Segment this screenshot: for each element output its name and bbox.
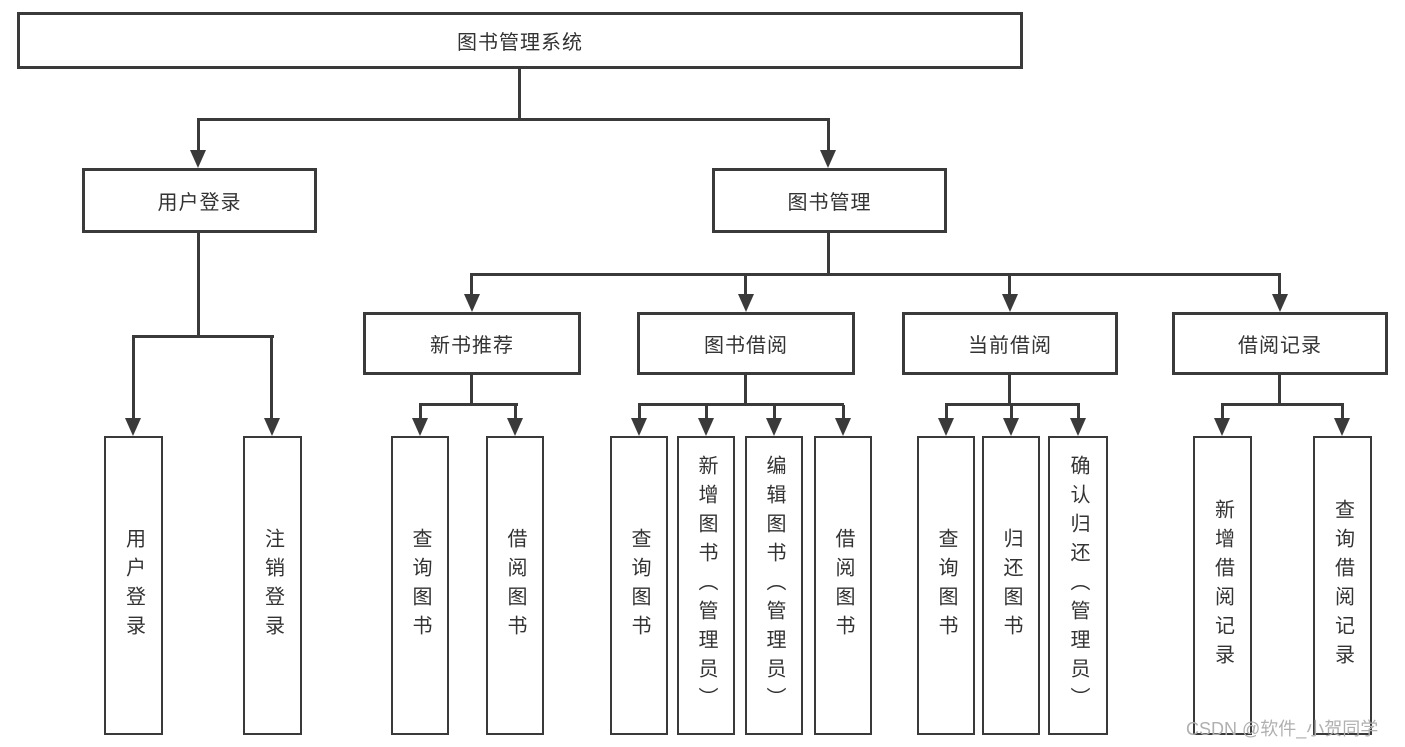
connector-newbook-stem <box>470 375 473 406</box>
arrowhead-leaf <box>1214 418 1230 436</box>
leaf-borrow-books-1-label: 借阅图书 <box>504 527 526 644</box>
leaf-edit-book-admin: 编辑图书（管理员） <box>745 436 803 735</box>
arrowhead-leaf <box>1070 418 1086 436</box>
node-user-login-label: 用户登录 <box>157 192 242 214</box>
node-new-book-recommend-label: 新书推荐 <box>430 335 514 357</box>
node-book-management-label: 图书管理 <box>787 192 872 214</box>
arrowhead-leaf-logout <box>264 418 280 436</box>
leaf-query-books-3: 查询图书 <box>917 436 975 735</box>
connector-current-stem <box>1008 375 1011 406</box>
arrowhead-leaf <box>1334 418 1350 436</box>
connector-borrow-stem <box>744 375 747 406</box>
leaf-logout: 注销登录 <box>243 436 302 735</box>
arrowhead-borrow <box>738 294 754 312</box>
arrowhead-user-login <box>190 150 206 168</box>
leaf-borrow-books-2-label: 借阅图书 <box>832 527 854 644</box>
arrowhead-leaf <box>412 418 428 436</box>
node-current-borrow: 当前借阅 <box>902 312 1118 375</box>
connector-user-login-drop <box>197 120 200 151</box>
connector-leaf-drop <box>842 405 845 419</box>
arrowhead-newbook <box>464 294 480 312</box>
connector-level1-hbar <box>197 118 830 121</box>
leaf-query-books-2-label: 查询图书 <box>628 527 650 644</box>
leaf-add-borrow-record: 新增借阅记录 <box>1193 436 1252 735</box>
leaf-add-book-admin: 新增图书（管理员） <box>677 436 735 735</box>
connector-leaf-drop <box>1010 405 1013 419</box>
watermark: CSDN @软件_小贺同学 <box>1186 719 1379 739</box>
node-user-login: 用户登录 <box>82 168 317 233</box>
leaf-add-borrow-record-label: 新增借阅记录 <box>1211 498 1234 673</box>
leaf-query-books-3-label: 查询图书 <box>935 527 957 644</box>
connector-newbook-hbar <box>419 403 518 406</box>
arrowhead-leaf <box>507 418 523 436</box>
arrowhead-leaf <box>631 418 647 436</box>
connector-leaf-logout-drop <box>270 337 273 419</box>
leaf-edit-book-admin-label: 编辑图书（管理员） <box>763 455 785 716</box>
arrowhead-leaf <box>698 418 714 436</box>
leaf-query-borrow-record: 查询借阅记录 <box>1313 436 1372 735</box>
node-book-borrow: 图书借阅 <box>637 312 855 375</box>
connector-leaf-drop <box>419 405 422 419</box>
leaf-return-book: 归还图书 <box>982 436 1040 735</box>
leaf-query-books-2: 查询图书 <box>610 436 668 735</box>
connector-level3-hbar <box>470 273 1281 276</box>
connector-leaf-drop <box>1341 405 1344 419</box>
connector-leaf-drop <box>514 405 517 419</box>
connector-leaf-drop <box>945 405 948 419</box>
leaf-add-book-admin-label: 新增图书（管理员） <box>695 455 717 716</box>
leaf-logout-label: 注销登录 <box>261 527 284 644</box>
leaf-query-books-1-label: 查询图书 <box>409 527 431 644</box>
node-borrow-records-label: 借阅记录 <box>1238 335 1322 357</box>
connector-records-drop <box>1278 275 1281 295</box>
connector-borrow-drop <box>744 275 747 295</box>
node-book-management: 图书管理 <box>712 168 947 233</box>
connector-current-drop <box>1008 275 1011 295</box>
arrowhead-current <box>1002 294 1018 312</box>
node-library-management-system: 图书管理系统 <box>17 12 1023 69</box>
connector-book-mgmt-drop <box>827 120 830 151</box>
connector-records-stem <box>1278 375 1281 406</box>
leaf-confirm-return-admin-label: 确认归还（管理员） <box>1067 455 1089 716</box>
leaf-user-login-label: 用户登录 <box>122 527 145 644</box>
arrowhead-leaf <box>1003 418 1019 436</box>
connector-current-hbar <box>945 403 1080 406</box>
node-current-borrow-label: 当前借阅 <box>968 335 1052 357</box>
connector-leaf-drop <box>1221 405 1224 419</box>
leaf-borrow-books-2: 借阅图书 <box>814 436 872 735</box>
arrowhead-leaf-login <box>125 418 141 436</box>
connector-records-hbar <box>1221 403 1344 406</box>
connector-root-stem <box>518 69 521 119</box>
leaf-query-books-1: 查询图书 <box>391 436 449 735</box>
arrowhead-records <box>1272 294 1288 312</box>
node-new-book-recommend: 新书推荐 <box>363 312 581 375</box>
leaf-return-book-label: 归还图书 <box>1000 527 1022 644</box>
connector-book-mgmt-stem <box>827 233 830 275</box>
arrowhead-leaf <box>835 418 851 436</box>
connector-newbook-drop <box>470 275 473 295</box>
arrowhead-leaf <box>938 418 954 436</box>
node-library-management-system-label: 图书管理系统 <box>457 32 583 54</box>
connector-user-login-hbar <box>132 335 274 338</box>
arrowhead-book-mgmt <box>820 150 836 168</box>
connector-user-login-stem <box>197 233 200 337</box>
leaf-query-borrow-record-label: 查询借阅记录 <box>1331 498 1354 673</box>
connector-leaf-drop <box>773 405 776 419</box>
leaf-borrow-books-1: 借阅图书 <box>486 436 544 735</box>
leaf-confirm-return-admin: 确认归还（管理员） <box>1048 436 1108 735</box>
connector-leaf-drop <box>705 405 708 419</box>
node-book-borrow-label: 图书借阅 <box>704 335 788 357</box>
arrowhead-leaf <box>766 418 782 436</box>
connector-leaf-drop <box>638 405 641 419</box>
leaf-user-login: 用户登录 <box>104 436 163 735</box>
connector-leaf-login-drop <box>132 337 135 419</box>
connector-borrow-hbar <box>638 403 844 406</box>
connector-leaf-drop <box>1077 405 1080 419</box>
node-borrow-records: 借阅记录 <box>1172 312 1388 375</box>
